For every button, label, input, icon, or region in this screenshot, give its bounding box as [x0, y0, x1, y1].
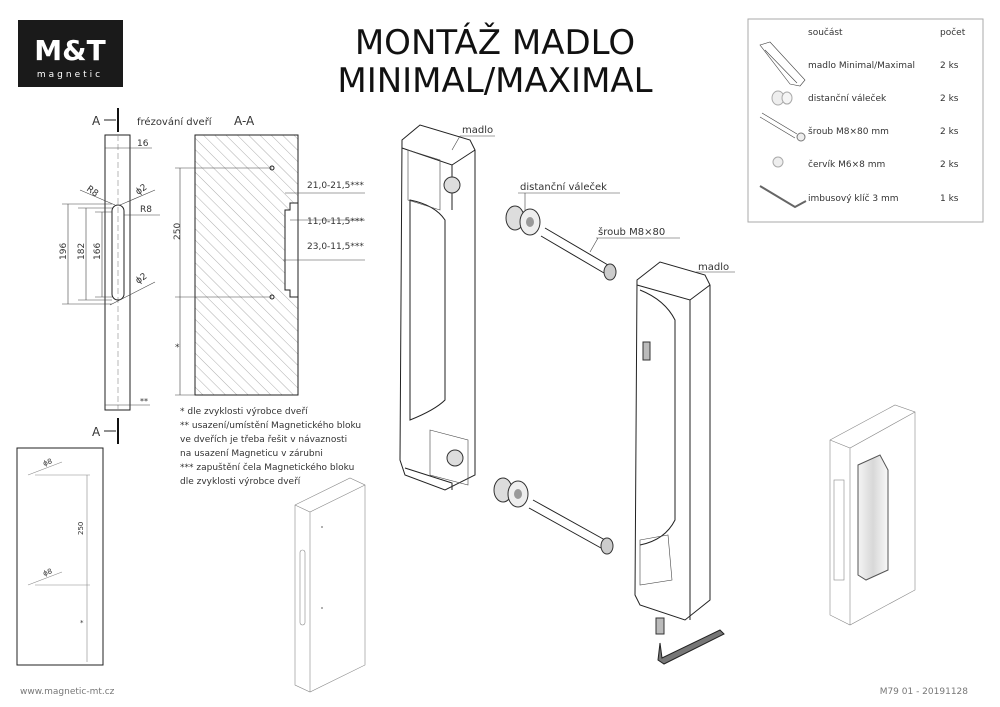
spacer-bottom-illustration: [493, 477, 529, 508]
part-name: distanční váleček: [808, 93, 887, 104]
part-count: 2 ks: [940, 127, 959, 137]
dim-182: 182: [77, 243, 87, 260]
spacer-part-icon: [771, 90, 793, 106]
callout-screw: šroub M8×80: [598, 226, 665, 238]
callout-handle-left: madlo: [462, 125, 493, 136]
dim-depth-1: 21,0-21,5***: [307, 181, 364, 191]
handle-part-icon: [759, 41, 806, 87]
drill-d-top: ϕ8: [42, 457, 53, 468]
grub-screw-illustration: [655, 617, 665, 635]
footnote: * dle zvyklosti výrobce dveří: [180, 407, 308, 417]
drill-d-bottom: ϕ8: [42, 567, 53, 578]
footnote: dle zvyklosti výrobce dveří: [180, 477, 301, 487]
callout-spacer: distanční váleček: [520, 181, 607, 193]
parts-row: šroub M8×80 mm 2 ks: [759, 112, 959, 142]
grub-screw-part-icon: [772, 156, 784, 168]
parts-row: madlo Minimal/Maximal 2 ks: [759, 41, 959, 87]
milling-label: frézování dveří: [137, 116, 213, 128]
dim-width: 16: [137, 139, 149, 149]
logo-main: M&T: [34, 34, 105, 67]
drill-template-view: ϕ8 ϕ8 250 *: [16, 447, 104, 666]
logo-sub: magnetic: [37, 70, 103, 80]
door-edge-milling-view: A frézování dveří 16 R8 ϕ2 R8 ϕ2 196 182…: [59, 108, 213, 444]
door-3d-view: [294, 477, 366, 693]
dim-d-bottom: ϕ2: [134, 272, 149, 287]
dim-star: *: [175, 343, 180, 353]
section-marker-top: A: [92, 114, 101, 128]
part-name: červík M6×8 mm: [808, 159, 885, 170]
title-line-2: MINIMAL/MAXIMAL: [337, 61, 652, 101]
screw-part-icon: [759, 112, 806, 142]
parts-row: červík M6×8 mm 2 ks: [772, 156, 959, 170]
part-name: šroub M8×80 mm: [808, 126, 889, 137]
drill-dim-star: *: [80, 619, 84, 627]
dim-196: 196: [59, 243, 69, 260]
title-line-1: MONTÁŽ MADLO: [355, 22, 635, 63]
part-count: 2 ks: [940, 94, 959, 104]
footer-website: www.magnetic-mt.cz: [20, 687, 115, 697]
dim-166: 166: [93, 243, 103, 260]
part-name: madlo Minimal/Maximal: [808, 61, 915, 71]
dim-offset: **: [140, 397, 148, 406]
part-count: 2 ks: [940, 160, 959, 170]
part-count: 2 ks: [940, 61, 959, 71]
callout-handle-right: madlo: [698, 262, 729, 273]
parts-header-part: součást: [808, 27, 843, 38]
handle-left-illustration: madlo: [399, 124, 495, 491]
parts-row: distanční váleček 2 ks: [771, 90, 959, 106]
brand-logo: M&T magnetic: [18, 20, 123, 87]
hex-key-part-icon: [759, 185, 807, 209]
dim-depth-3: 23,0-11,5***: [307, 242, 364, 252]
hex-key-illustration: [657, 629, 725, 665]
section-marker-bottom: A: [92, 425, 101, 439]
parts-row: imbusový klíč 3 mm 1 ks: [759, 185, 959, 209]
footer-doc-id: M79 01 - 20191128: [880, 687, 969, 697]
part-count: 1 ks: [940, 194, 959, 204]
screw-top-illustration: šroub M8×80: [540, 226, 680, 281]
footnotes: * dle zvyklosti výrobce dveří ** usazení…: [180, 407, 361, 487]
handle-right-illustration: madlo: [634, 261, 735, 621]
dim-d-top: ϕ2: [134, 183, 149, 198]
dim-r-side: R8: [140, 205, 152, 215]
dim-250: 250: [173, 223, 183, 240]
door-with-handle-3d-view: [829, 404, 916, 626]
dim-r-top: R8: [84, 184, 100, 199]
part-name: imbusový klíč 3 mm: [808, 193, 899, 204]
parts-header-count: počet: [940, 27, 966, 38]
section-aa-view: A-A 250 * 21,0-21,5*** 11,0-11,5*** 23,0…: [173, 114, 365, 396]
parts-table: součást počet madlo Minimal/Maximal 2 ks…: [747, 18, 984, 223]
footnote: ve dveřích je třeba řešit v návaznosti: [180, 434, 347, 445]
dim-depth-2: 11,0-11,5***: [307, 217, 364, 227]
drill-dim-250: 250: [77, 522, 85, 535]
screw-bottom-illustration: [528, 499, 614, 555]
aa-title: A-A: [234, 114, 255, 128]
footnote: na usazení Magneticu v zárubni: [180, 449, 323, 459]
footnote: ** usazení/umístění Magnetického bloku: [180, 420, 361, 431]
spacer-top-illustration: distanční váleček: [505, 181, 620, 236]
footnote: *** zapuštění čela Magnetického bloku: [180, 462, 354, 473]
